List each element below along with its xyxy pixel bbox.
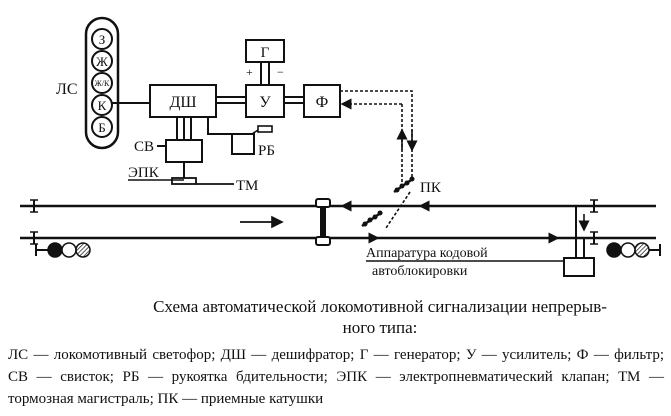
receiver-coil-upper: [393, 176, 415, 194]
label-epk: ЭПК: [128, 165, 160, 181]
signalling-diagram: З Ж Ж/К К Б ЛС ДШ Г + − У: [20, 16, 661, 279]
box-whistle: [165, 139, 203, 163]
wire-dsh-rb: [207, 117, 232, 135]
receiver-coil-lower: [361, 210, 383, 228]
insulating-joint-left-top: [30, 199, 38, 213]
box-amplifier: [245, 84, 285, 118]
label-apparatus-2: автоблокировки: [372, 264, 468, 279]
insulating-joint-right-top: [590, 199, 598, 213]
figure-caption: Схема автоматической локомотивной сигнал…: [95, 296, 665, 338]
signal-housing: [84, 16, 120, 150]
figure-legend: ЛС — локомотивный светофор; ДШ — дешифра…: [8, 347, 664, 407]
signal-lamp-k: К: [91, 94, 113, 116]
signal-lamp-zhk: Ж/К: [91, 72, 113, 94]
box-code-apparatus: [563, 257, 595, 277]
wayside-signal-right: [606, 242, 661, 258]
label-f: Ф: [316, 94, 329, 111]
coil-coupling: [385, 191, 411, 229]
box-vigilance-handle: [231, 133, 255, 155]
label-pk: ПК: [420, 180, 442, 196]
wayside-signal-left: [35, 242, 91, 258]
insulating-joint-right-bottom: [590, 231, 598, 245]
lamp-label: Ж: [96, 54, 108, 69]
box-filter: [303, 84, 341, 118]
signal-lamp-z: З: [91, 28, 113, 50]
label-sv: СВ: [134, 139, 154, 155]
lamp-label: К: [98, 98, 107, 113]
locomotive-signal: З Ж Ж/К К Б: [84, 16, 120, 150]
signal-lamp-b: Б: [91, 116, 113, 138]
caption-line-2: ного типа:: [342, 318, 418, 337]
lamp-label: Б: [98, 120, 105, 135]
label-tm: ТМ: [236, 178, 258, 194]
label-minus: −: [277, 65, 284, 79]
lamp-label: Ж/К: [95, 79, 110, 88]
vigilance-handle-knob: [257, 125, 273, 133]
label-u: У: [259, 94, 271, 111]
label-dsh: ДШ: [169, 94, 196, 111]
label-ls: ЛС: [56, 81, 78, 98]
label-rb: РБ: [258, 143, 275, 159]
label-apparatus-1: Аппаратура кодовой: [366, 246, 488, 261]
signal-lamp-zh: Ж: [91, 50, 113, 72]
label-g: Г: [261, 45, 270, 61]
wheelset: [315, 198, 331, 246]
box-generator: [245, 39, 285, 63]
label-plus: +: [246, 65, 253, 79]
vigilance-handle-link: [251, 129, 259, 135]
box-epk-valve: [171, 177, 197, 185]
caption-line-1: Схема автоматической локомотивной сигнал…: [153, 297, 607, 316]
lamp-label: З: [99, 32, 106, 47]
